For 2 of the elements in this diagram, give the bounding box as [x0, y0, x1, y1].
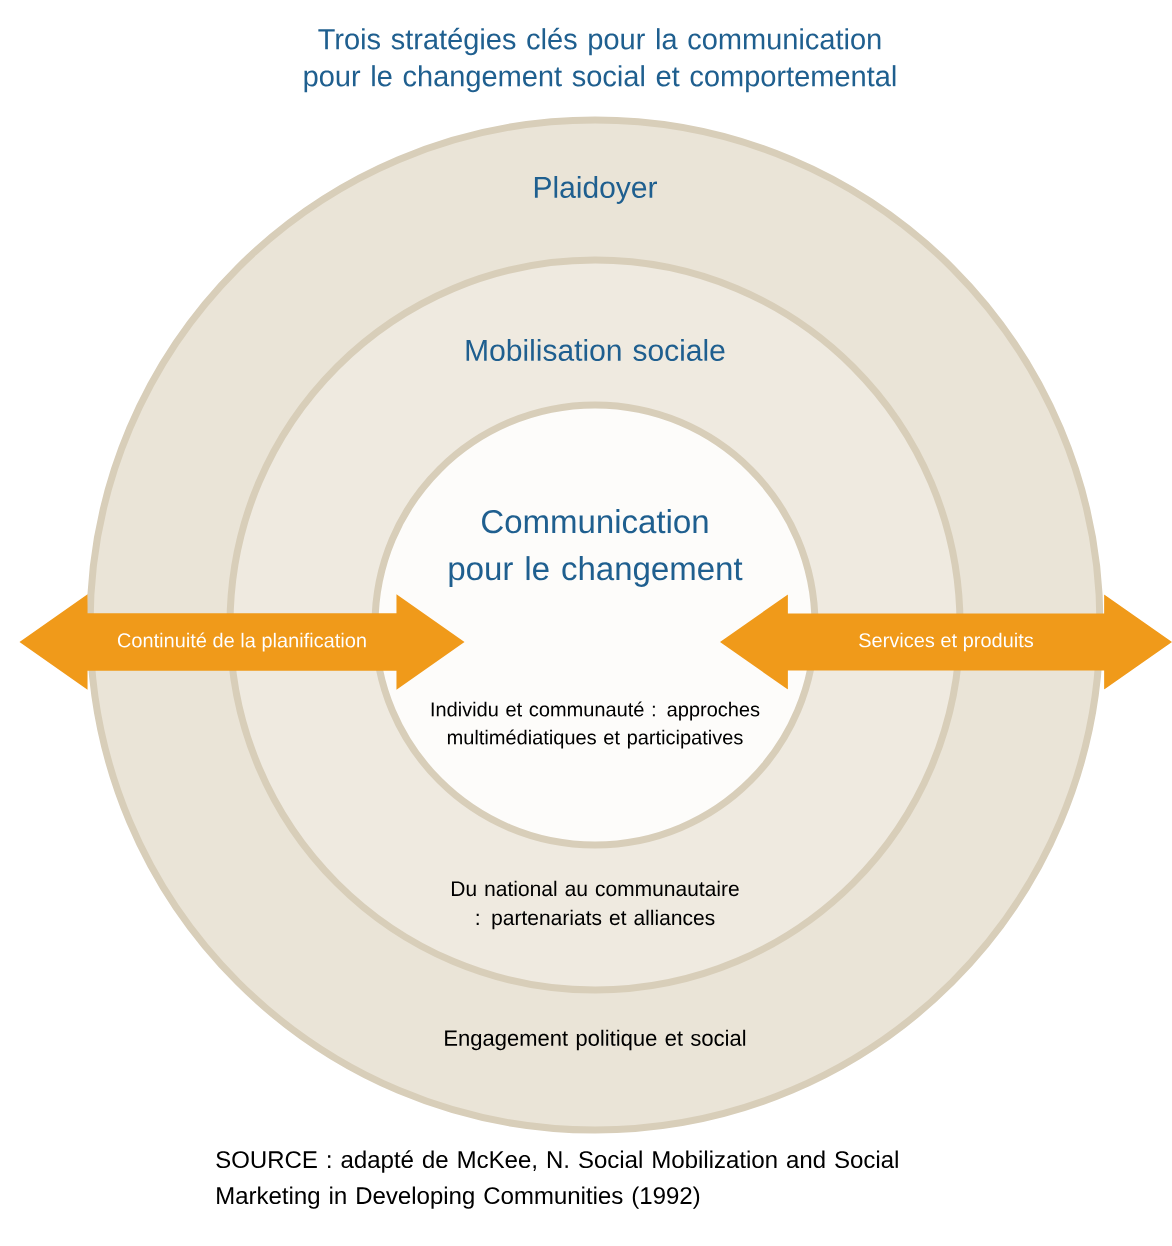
- source-note: SOURCE : adapté de McKee, N. Social Mobilization and Social Marketing in Developing Communities (1992): [216, 1150, 898, 1209]
- title: Trois stratégies clés pour la communication pour le changement social et comportemental: [304, 27, 896, 93]
